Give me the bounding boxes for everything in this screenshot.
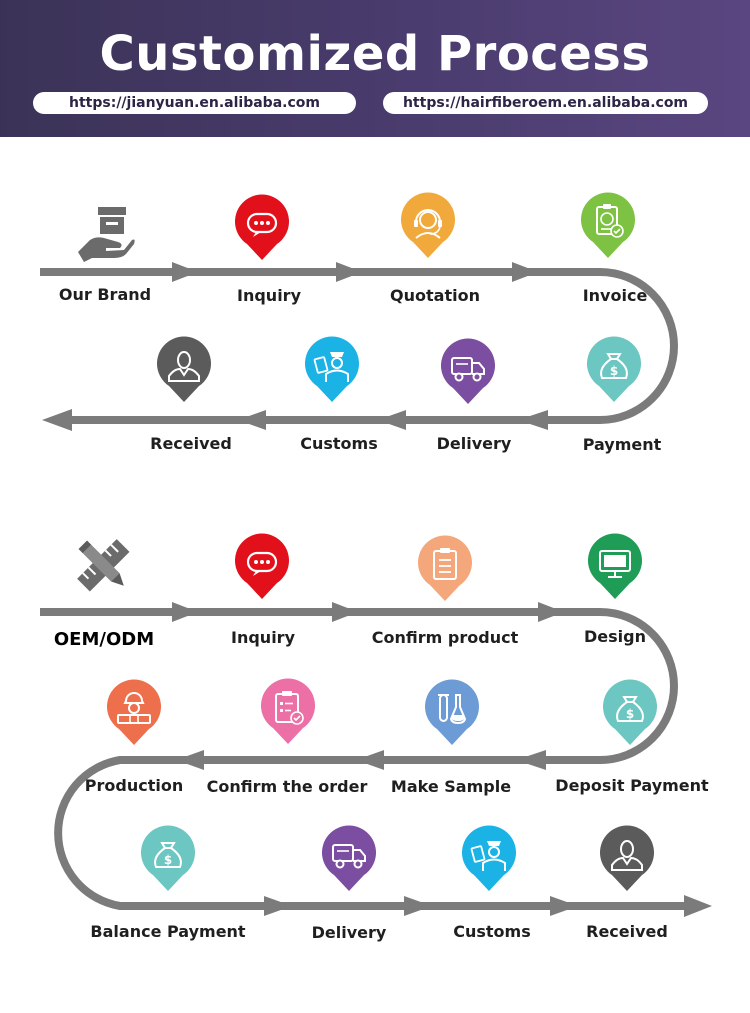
step-label-customs: Customs: [300, 434, 378, 453]
arrowhead: [176, 750, 204, 770]
oem-connector-path: [40, 608, 700, 910]
step-label-quotation: Quotation: [390, 286, 480, 305]
money-bag-icon: $: [587, 336, 641, 402]
step-label-inquiry: Inquiry: [231, 628, 295, 647]
step-label-confirm-product: Confirm product: [371, 628, 519, 647]
brand-start-label: Our Brand: [58, 285, 152, 304]
arrowhead: [684, 895, 712, 917]
svg-text:$: $: [626, 707, 634, 721]
arrowhead: [518, 410, 548, 430]
customer-service-icon: [401, 192, 455, 258]
step-label-delivery: Delivery: [311, 923, 387, 942]
arrowhead: [336, 262, 362, 282]
step-label-customs: Customs: [453, 922, 531, 941]
monitor-icon: [588, 533, 642, 599]
header-banner: Customized Process https://jianyuan.en.a…: [0, 0, 750, 137]
step-label-make-sample: Make Sample: [390, 777, 512, 796]
customs-officer-icon: [462, 825, 516, 891]
arrowhead: [538, 602, 564, 622]
arrowhead: [332, 602, 358, 622]
arrowhead: [404, 896, 432, 916]
arrowhead: [42, 409, 72, 431]
arrowhead: [264, 896, 292, 916]
arrowhead: [512, 262, 538, 282]
svg-text:$: $: [164, 853, 172, 867]
brand-flow-connectors: [40, 268, 678, 424]
arrowhead: [550, 896, 578, 916]
step-label-production: Production: [84, 776, 184, 795]
brand-connector-path: [40, 268, 678, 424]
oem-flow-connectors: [40, 608, 700, 910]
step-label-payment: Payment: [582, 435, 662, 454]
url-link-hairfiberoem[interactable]: https://hairfiberoem.en.alibaba.com: [383, 92, 708, 114]
oem-flow-arrowheads: [172, 602, 712, 917]
hand-box-icon: [78, 207, 135, 262]
arrowhead: [378, 410, 406, 430]
pencil-ruler-icon: [77, 539, 130, 592]
clipboard-icon: [418, 535, 472, 601]
money-bag-icon: $: [603, 679, 657, 745]
invoice-icon: [581, 192, 635, 258]
test-tube-icon: [425, 679, 479, 745]
oem-start-label: OEM/ODM: [53, 629, 155, 650]
step-label-deposit-payment: Deposit Payment: [555, 776, 709, 795]
person-icon: [600, 825, 654, 891]
arrowhead: [238, 410, 266, 430]
customs-officer-icon: [305, 336, 359, 402]
truck-icon: [441, 338, 495, 404]
step-label-confirm-the-order: Confirm the order: [206, 777, 368, 796]
arrowhead: [172, 602, 198, 622]
checklist-icon: [261, 678, 315, 744]
worker-icon: [107, 679, 161, 745]
truck-icon: [322, 825, 376, 891]
money-bag-icon: $: [141, 825, 195, 891]
step-label-design: Design: [584, 627, 646, 646]
brand-flow-arrowheads: [42, 262, 548, 431]
step-label-invoice: Invoice: [582, 286, 648, 305]
arrowhead: [516, 750, 546, 770]
chat-bubble-icon: [235, 533, 289, 599]
step-label-balance-payment: Balance Payment: [90, 922, 246, 941]
arrowhead: [172, 262, 198, 282]
step-label-delivery: Delivery: [436, 434, 512, 453]
step-label-received: Received: [150, 434, 232, 453]
url-link-jianyuan[interactable]: https://jianyuan.en.alibaba.com: [33, 92, 356, 114]
step-label-inquiry: Inquiry: [237, 286, 301, 305]
chat-bubble-icon: [235, 194, 289, 260]
arrowhead: [356, 750, 384, 770]
person-icon: [157, 336, 211, 402]
svg-text:$: $: [610, 364, 618, 378]
page-title: Customized Process: [99, 26, 651, 82]
step-label-received: Received: [586, 922, 668, 941]
